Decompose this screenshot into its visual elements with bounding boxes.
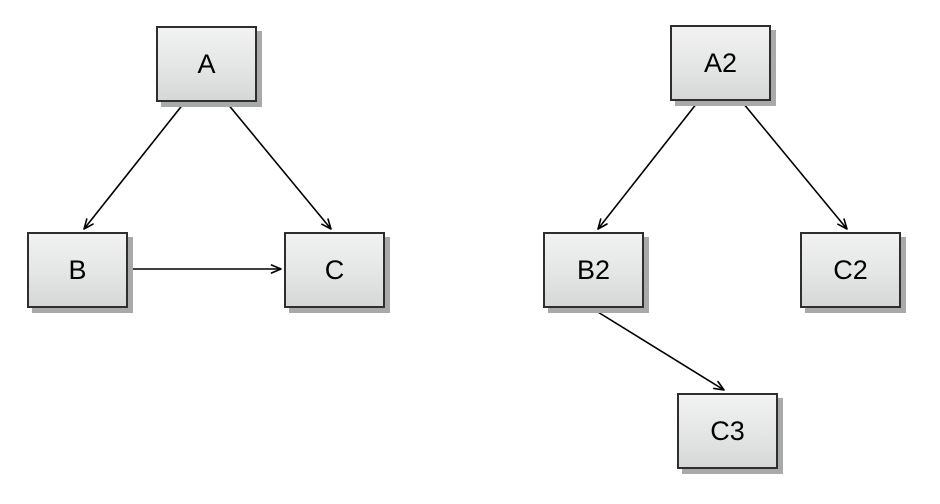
node-C-label: C	[324, 254, 345, 285]
node-C3[interactable]: C3	[677, 393, 778, 469]
edge-B2-C3[interactable]	[592, 308, 725, 391]
node-B[interactable]: B	[27, 232, 128, 308]
node-C2[interactable]: C2	[800, 232, 901, 308]
node-A2[interactable]: A2	[670, 25, 771, 101]
edge-A-C[interactable]	[226, 102, 332, 230]
node-B-label: B	[68, 254, 87, 285]
edge-A2-B2[interactable]	[597, 102, 698, 230]
node-A-label: A	[197, 48, 216, 79]
edge-A-B[interactable]	[83, 102, 185, 230]
node-C2-label: C2	[833, 254, 868, 285]
edge-A2-C2[interactable]	[742, 102, 848, 230]
node-A[interactable]: A	[156, 26, 257, 102]
node-B2-label: B2	[576, 254, 611, 285]
node-A2-label: A2	[703, 47, 738, 78]
node-B2[interactable]: B2	[543, 232, 644, 308]
node-C3-label: C3	[710, 415, 745, 446]
node-C[interactable]: C	[284, 232, 385, 308]
